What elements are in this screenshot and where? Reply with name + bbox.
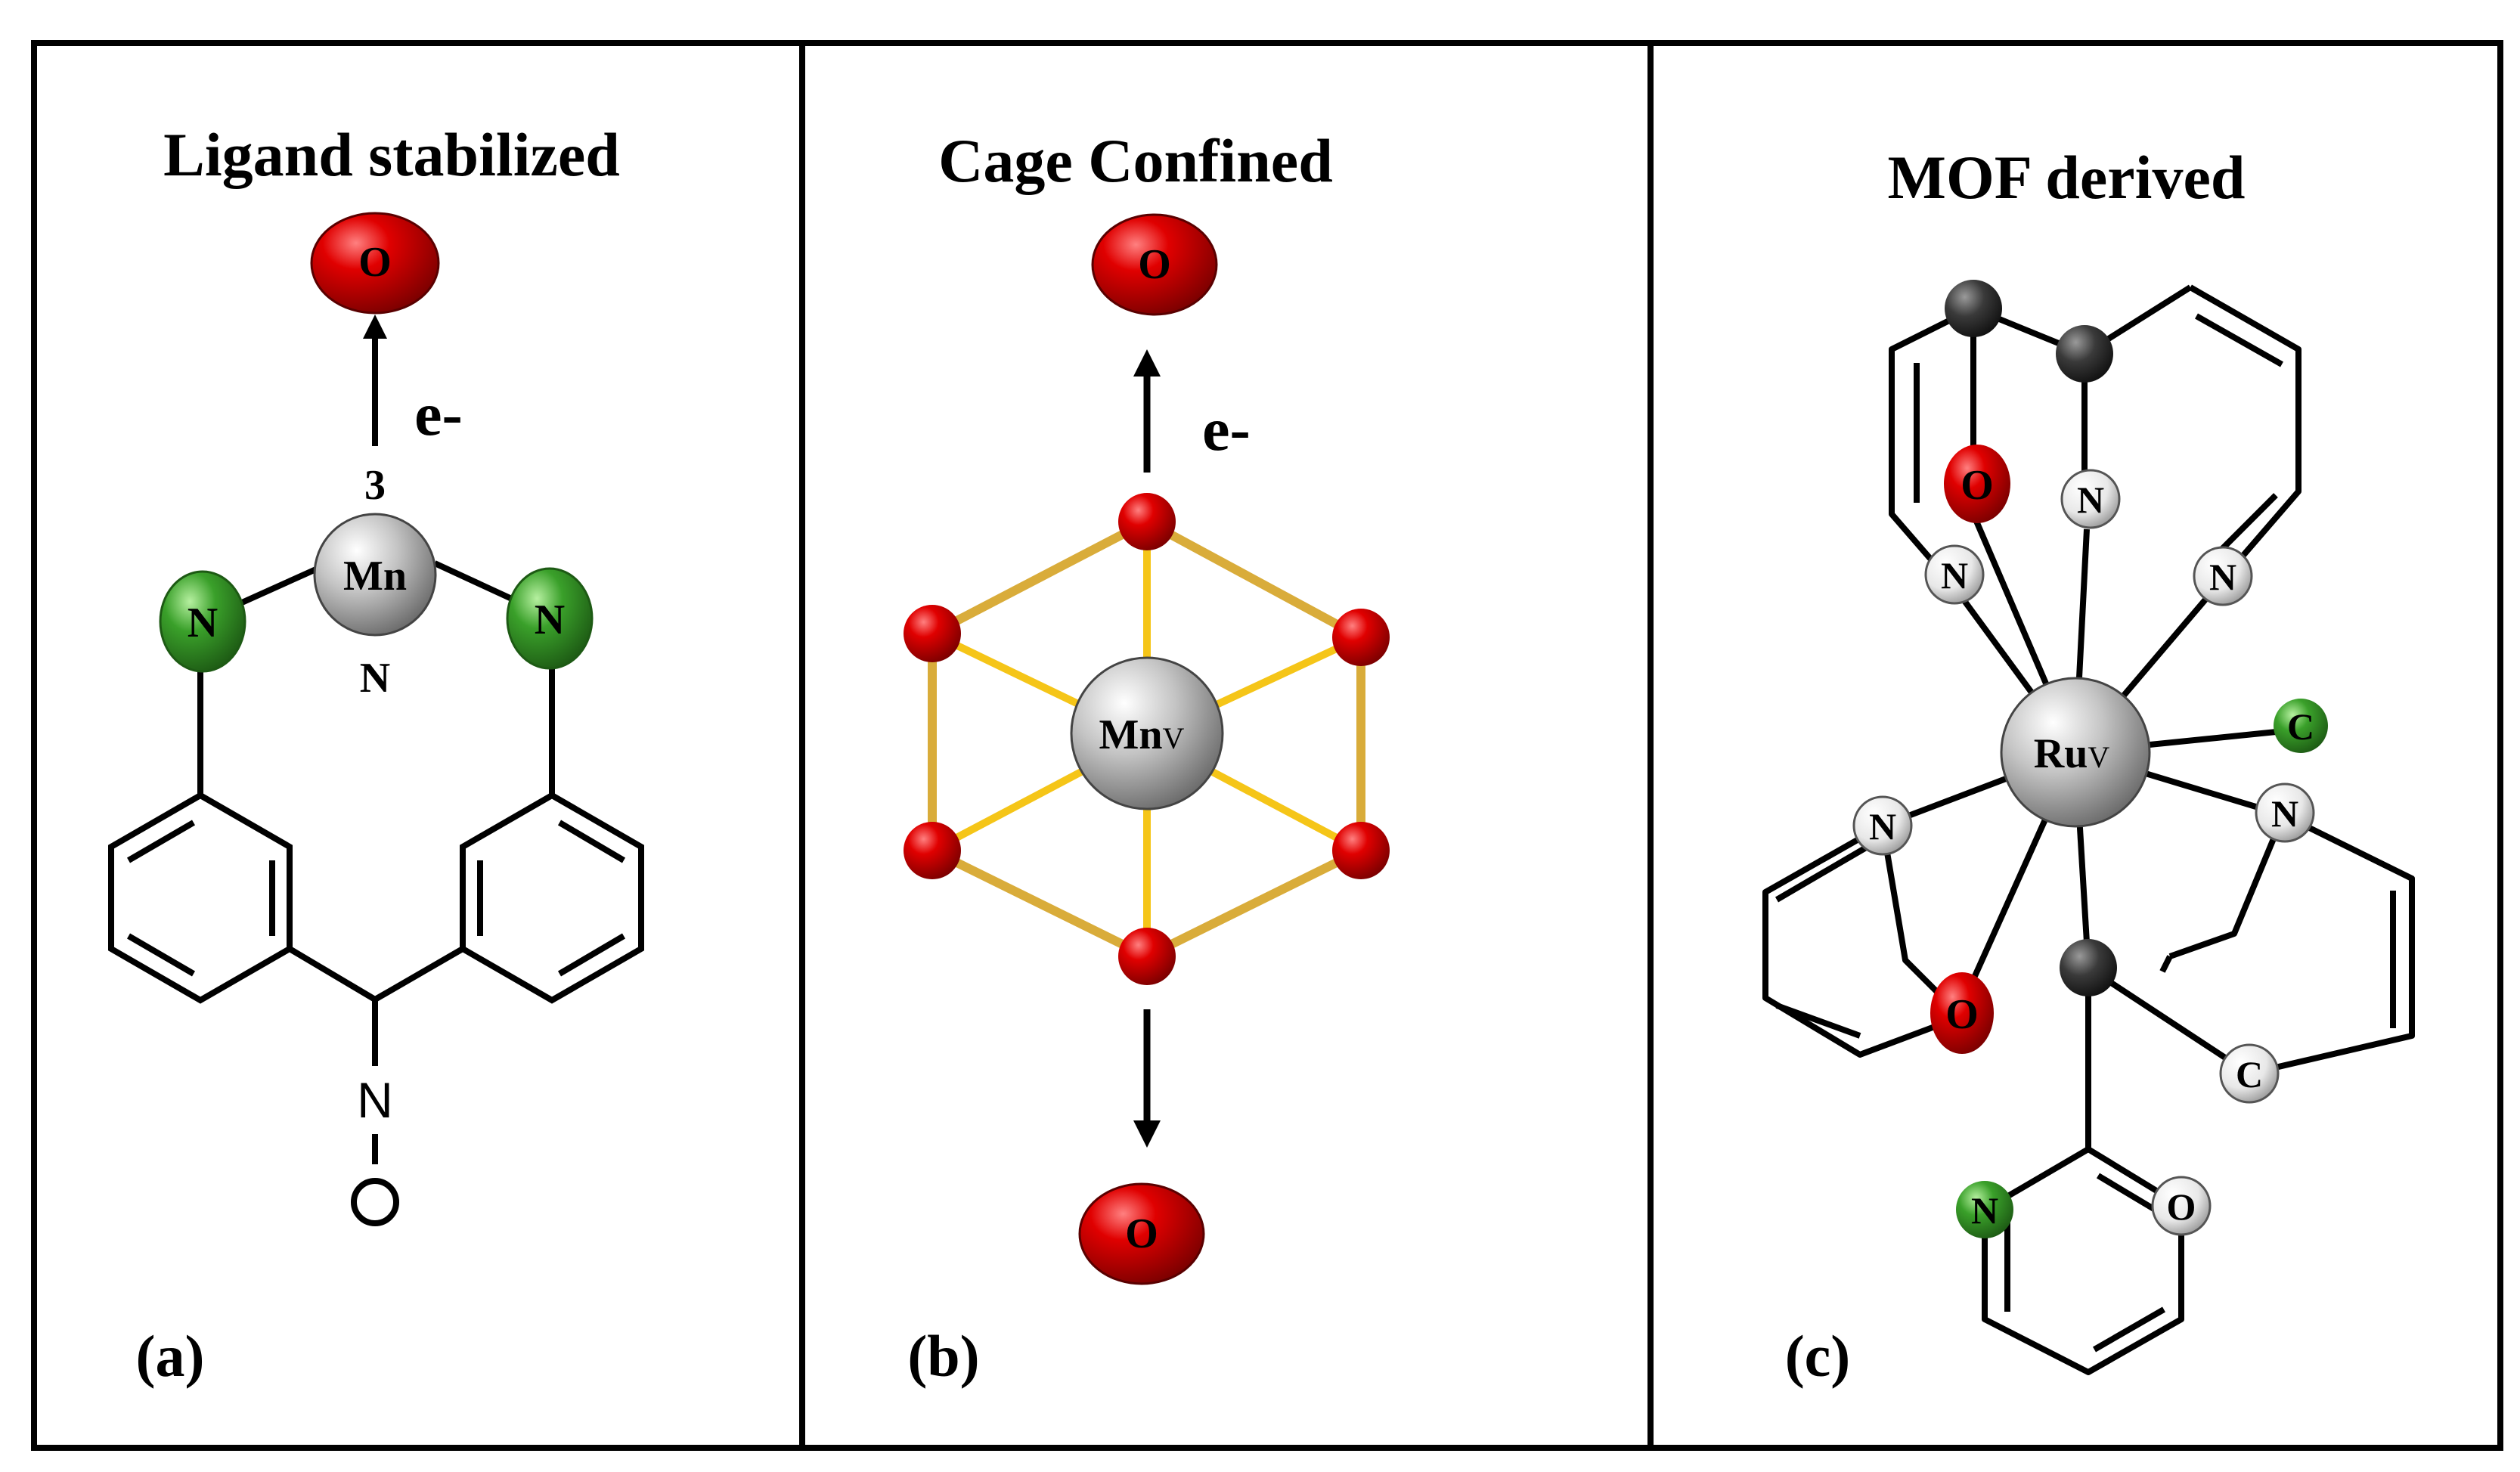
nitroxide-o-ring	[351, 1178, 399, 1226]
benzene-ring-right	[460, 792, 644, 1004]
panel-b-title: Cage Confined	[938, 126, 1333, 195]
panel-c-frame	[1647, 40, 2503, 1451]
oxygen-atom	[1944, 445, 2010, 523]
nitrogen-atom-right	[506, 567, 594, 670]
cage-oxygen	[1332, 822, 1390, 879]
n-right-lower-label: N	[2271, 792, 2298, 835]
double-bond	[557, 820, 626, 863]
oxo-label: O	[358, 239, 392, 286]
oxygen-atom-top	[1091, 213, 1218, 316]
double-bond	[1775, 1003, 1861, 1039]
n-right-label: N	[535, 597, 565, 643]
o-bottom-label: O	[2167, 1185, 2196, 1228]
bond	[2086, 965, 2252, 1077]
o-upper-label: O	[1961, 462, 1994, 509]
oxygen-atom	[1930, 972, 1994, 1054]
electron-label: e-	[414, 380, 463, 448]
bond	[287, 946, 377, 1003]
nitrogen-atom	[1924, 544, 1985, 605]
double-bond	[1775, 844, 1870, 903]
electron-label: e-	[1202, 395, 1251, 463]
double-bond	[2093, 1306, 2165, 1353]
metal-label: Mn	[343, 553, 407, 600]
n-right-upper-label: N	[2209, 556, 2236, 598]
oxo-bottom-label: O	[1125, 1210, 1158, 1257]
c-lower-label: C	[2236, 1053, 2263, 1095]
nitrogen-atom	[1852, 795, 1913, 856]
n-upper-label: N	[2077, 479, 2104, 521]
ring-bond	[2249, 812, 2415, 1077]
ring-bond	[1982, 1146, 2184, 1375]
ruthenium-atom	[2000, 677, 2151, 828]
ring-bond	[2159, 955, 2173, 973]
o-lower-label: O	[1945, 991, 1979, 1038]
double-bond	[126, 820, 196, 863]
n-left-lower-label: N	[1869, 805, 1896, 848]
nitrogen-atom	[2255, 782, 2315, 843]
metal-atom	[1070, 656, 1224, 810]
n-center-label: N	[360, 655, 390, 702]
nitrogen-atom-left	[159, 570, 246, 673]
cage-oxygen	[904, 605, 961, 662]
c-right-label: C	[2287, 705, 2314, 748]
double-bond	[557, 933, 626, 977]
oxygen-atom	[310, 212, 440, 315]
cage-oxygen	[1332, 609, 1390, 666]
no-n-label: N	[357, 1072, 393, 1128]
panel-c-label: (c)	[1785, 1323, 1851, 1389]
ring-bond	[1762, 823, 1952, 1058]
cage-oxygen	[1118, 493, 1176, 550]
carbon-atom-green	[2274, 699, 2328, 753]
ring-bond	[2189, 284, 2301, 577]
nitrogen-atom-green	[1956, 1181, 2013, 1238]
count-label: 3	[364, 462, 386, 509]
cage-oxygen	[1118, 928, 1176, 985]
nitrogen-atom	[2060, 469, 2121, 529]
panel-c-title: MOF derived	[1888, 143, 2246, 212]
panel-b-cage	[904, 493, 1390, 985]
double-bond	[126, 933, 196, 977]
ru-label: RuV	[2034, 730, 2110, 777]
ring-bond	[2168, 813, 2286, 959]
nitrogen-atom	[2193, 546, 2253, 606]
benzene-ring-left	[108, 792, 293, 1004]
metal-label: MnV	[1099, 711, 1185, 758]
cage-oxygen	[904, 822, 961, 879]
n-bottom-label: N	[1971, 1189, 1998, 1232]
metal-atom	[313, 513, 437, 637]
double-bond	[2195, 313, 2283, 367]
bond	[373, 946, 465, 1003]
ring-bond	[1889, 305, 1975, 584]
panel-b-label: (b)	[907, 1323, 979, 1389]
n-left-label: N	[188, 600, 218, 646]
carbon-atom	[1945, 280, 2002, 337]
carbon-atom	[2060, 939, 2117, 996]
oxygen-atom-bottom	[1078, 1182, 1205, 1285]
panel-a-title: Ligand stabilized	[163, 120, 620, 189]
oxygen-atom-white	[2151, 1176, 2212, 1236]
oxo-top-label: O	[1138, 241, 1171, 288]
panel-a-label: (a)	[136, 1323, 205, 1389]
carbon-atom	[2056, 325, 2113, 383]
carbon-atom-white	[2219, 1043, 2280, 1104]
n-left-upper-label: N	[1941, 554, 1968, 597]
